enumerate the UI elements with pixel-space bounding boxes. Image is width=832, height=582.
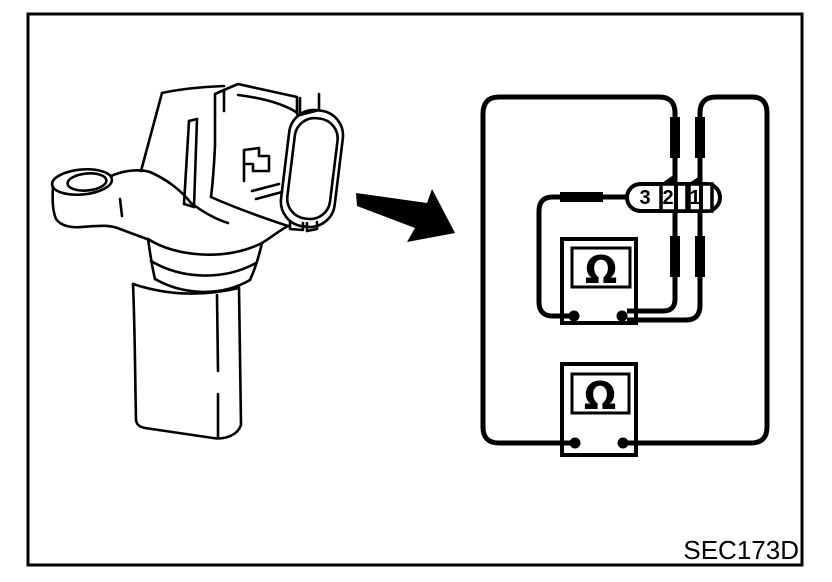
barrel-top-edge (131, 282, 241, 295)
pin1-index-triangle (686, 176, 700, 185)
wire-loop-pin2-to-meter2 (480, 94, 678, 446)
housing-bottom-edge (209, 195, 290, 228)
sensor-connector: 3 2 1 (625, 174, 722, 213)
prong-top (187, 117, 199, 123)
barrel-outline (131, 282, 243, 440)
connector-face-inner (285, 116, 339, 221)
housing-left-edge (209, 88, 226, 199)
ohmmeter-2: Ω (569, 372, 631, 449)
ohmmeter-1-body (560, 237, 638, 325)
connector-face-outer (279, 108, 345, 229)
ohmmeter-1: Ω (568, 246, 632, 322)
ohmmeter-1-probe-left (568, 310, 580, 322)
wire-pin1-to-meter1 (627, 211, 703, 323)
collar-band-3 (153, 277, 252, 294)
wire-loop-pin1-to-meter2 (625, 94, 770, 446)
connector-tab-1 (288, 219, 305, 232)
figure-code-label: SEC173D (683, 535, 799, 565)
barrel-seam-upper (215, 293, 220, 373)
ohmmeter-2-probe-left (569, 437, 581, 449)
collar-to-housing-edge (260, 224, 290, 245)
prong-left-edge (182, 119, 191, 206)
pin-label-1: 1 (689, 187, 700, 209)
sensor-illustration (50, 82, 345, 440)
bracket-top-edge (160, 84, 226, 95)
flange-outline (51, 185, 149, 241)
mount-boss-outline (50, 167, 114, 197)
prong-right-edge (192, 117, 199, 209)
pin-label-2: 2 (662, 187, 673, 209)
collar-band-2 (149, 259, 258, 277)
ohm-symbol-2: Ω (584, 374, 616, 418)
ohmmeter-2-probe-right (617, 437, 629, 449)
wire-pin2-to-meter1 (627, 211, 678, 314)
ohmmeter-1-probe-right (616, 310, 628, 322)
collar-left-edge (146, 237, 157, 281)
neck-top-edge (189, 201, 230, 225)
ohmmeter-1-display (570, 246, 632, 289)
flange-crease (118, 197, 124, 218)
housing-rib-2 (254, 190, 284, 201)
circuit-diagram: Ω Ω 3 2 1 (480, 94, 770, 457)
housing-key-notch (242, 146, 271, 183)
housing-rib-1 (250, 182, 281, 193)
housing-top-edge (236, 93, 298, 114)
connector-fin-rear (298, 92, 321, 117)
collar-right-edge (248, 241, 264, 282)
ohm-symbol-1: Ω (585, 248, 617, 292)
collar-band-1 (146, 237, 264, 256)
pin2-index-triangle (659, 174, 675, 185)
flange-top-edge (109, 169, 152, 178)
figure-border (26, 12, 804, 567)
connector-tab-2 (305, 220, 319, 233)
flange-saddle-edge (148, 170, 193, 205)
wire-pin3-to-meter1 (536, 194, 628, 319)
bolt-hole (66, 172, 108, 192)
arrow-icon (356, 189, 455, 242)
connector-fin-front (222, 82, 299, 116)
pin-label-3: 3 (639, 187, 650, 209)
bracket-left-edge (139, 91, 164, 173)
prong-tip (182, 202, 196, 209)
ohmmeter-2-display (570, 372, 631, 415)
